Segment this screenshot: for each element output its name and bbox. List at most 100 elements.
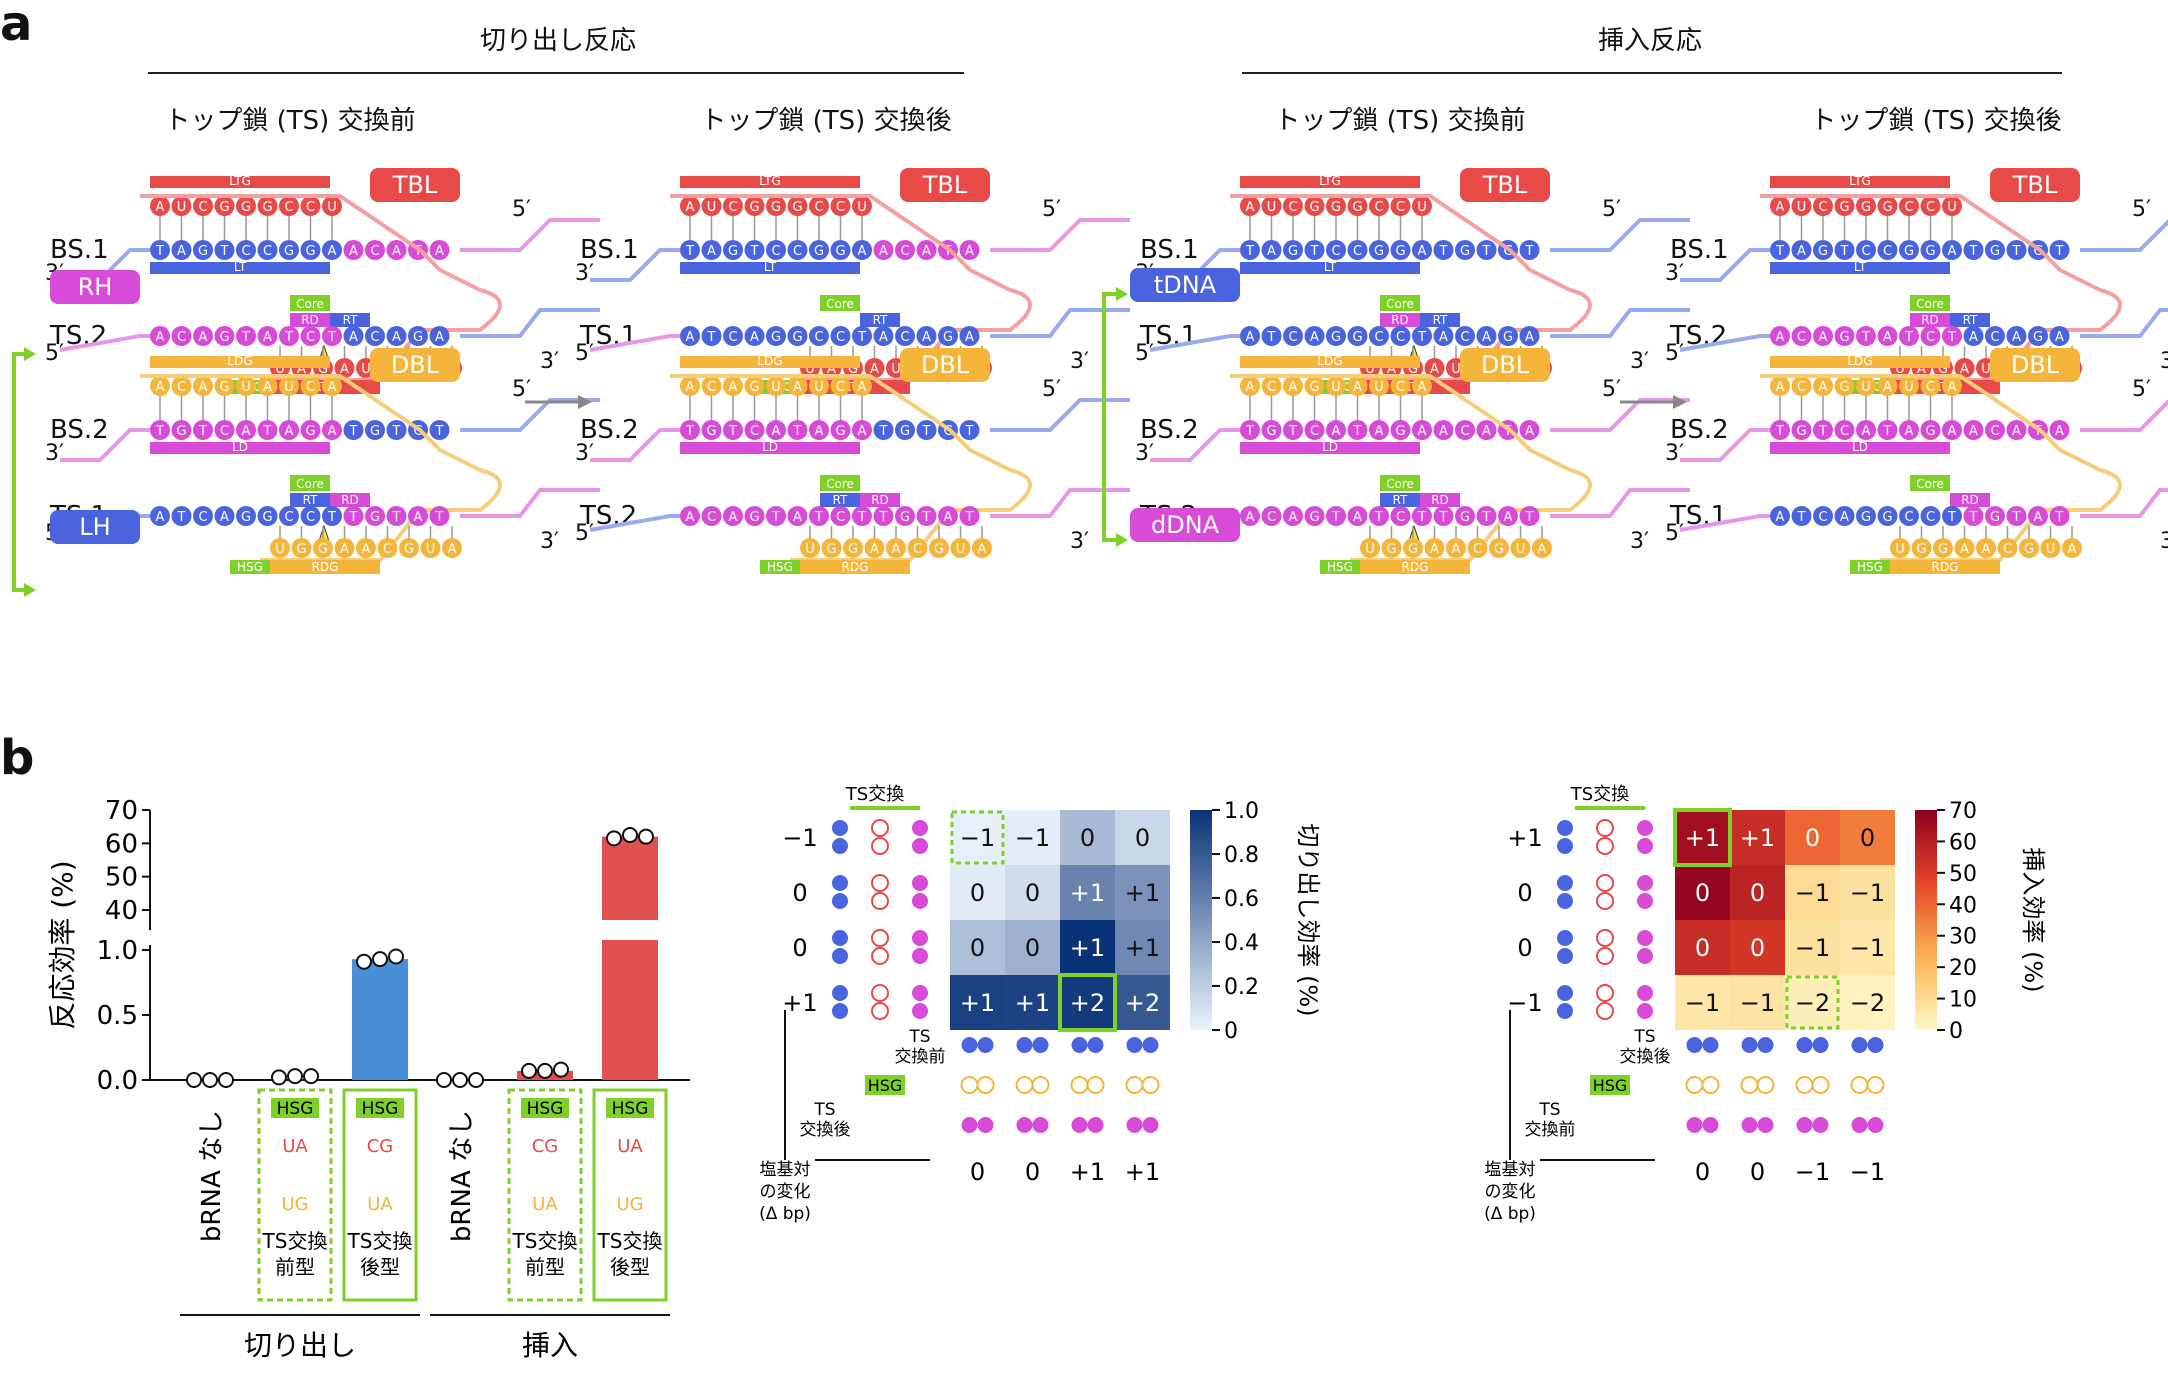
ldg-base: A — [328, 380, 337, 395]
ltg-bead — [852, 196, 872, 216]
bs1-bead — [1326, 240, 1346, 260]
ts-mid-top-bead — [1347, 326, 1368, 346]
ts-mid-top-bead — [2049, 326, 2070, 346]
ldg-base: A — [1776, 380, 1785, 395]
bs1-bead — [1390, 240, 1411, 260]
bs2-bead — [1856, 420, 1876, 440]
ts-mid-bottom-bead — [1963, 506, 1984, 526]
ltg-base: G — [1861, 200, 1871, 215]
rtg-base: U — [805, 362, 815, 377]
ts-mid-top-bead — [1920, 326, 1941, 346]
ts-mid-top-bead — [895, 326, 915, 346]
bs1-bead — [787, 240, 808, 260]
ts-mid-bottom-bead — [852, 506, 872, 526]
ltg-bead — [257, 196, 278, 216]
ts-mid-top-5prime: 5′ — [1665, 341, 1684, 366]
ltg-base: C — [836, 200, 845, 215]
bs2-bead — [1304, 420, 1325, 440]
ldg-bead — [1412, 376, 1432, 396]
heatmap-cell — [1675, 865, 1730, 920]
ts-mid-bottom-base: C — [836, 510, 845, 525]
hsg-bar-bottom-label: HSG — [767, 560, 793, 574]
rdg-bead — [1360, 538, 1380, 558]
ts-mid-bottom-bead — [1770, 506, 1790, 526]
rdg-bar-label: RDG — [1932, 560, 1959, 574]
bs2-base: G — [370, 424, 380, 439]
ldg-bead — [1390, 376, 1411, 396]
ltg-base: C — [1374, 200, 1383, 215]
bs2-bead — [1455, 420, 1475, 440]
ts-mid-top-5prime: 5′ — [1135, 341, 1154, 366]
dbl-tag — [1990, 348, 2080, 382]
rdg-bead — [270, 538, 290, 558]
ts-mid-top-bead — [1455, 326, 1475, 346]
heatmap-cell — [950, 865, 1005, 920]
heatmap-cell-label: +2 — [1125, 989, 1160, 1017]
bs2-base: G — [1395, 424, 1405, 439]
bs2-base: A — [815, 424, 824, 439]
diagram-ex-before: LTGTBLAUCGGGCCUTAGTCCGGAACATALTBS.13′5′C… — [45, 168, 600, 574]
rt-bar-bottom — [1380, 493, 1420, 507]
tbl-tag-label: TBL — [1482, 171, 1528, 199]
ts-mid-top-bead — [279, 326, 299, 346]
heatmap-cell-label: 0 — [1750, 879, 1765, 907]
ts-exchange-label: TS交換 — [1570, 784, 1629, 805]
dbl-tag-label: DBL — [921, 351, 970, 379]
ltg-base: A — [1776, 200, 1785, 215]
ts-mid-top-base: A — [1883, 330, 1892, 345]
ts-mid-top-bead — [744, 326, 765, 346]
rdg-base: G — [1408, 542, 1418, 557]
bs1-bead — [386, 240, 407, 260]
ts-mid-bottom-bead — [365, 506, 385, 526]
type-label: TS交換 — [262, 1229, 328, 1253]
ldg-base: C — [836, 380, 845, 395]
rt-bar-bottom-label: RT — [303, 493, 318, 507]
ts-mid-top-base: T — [857, 330, 866, 345]
core-bar-top-label: Core — [296, 297, 324, 311]
rdg-bead — [1381, 538, 1402, 558]
ld-bar — [150, 442, 330, 454]
ts-mid-bottom-base: A — [2034, 510, 2043, 525]
ldg-bead — [744, 376, 765, 396]
bs1-base: C — [793, 244, 802, 259]
rdg-bead — [377, 538, 398, 558]
rdg-base: G — [2024, 542, 2034, 557]
ts-mid-top-bead — [1519, 326, 1540, 346]
ts-mid-top-base: A — [1525, 330, 1534, 345]
ts-mid-top-bead — [236, 326, 256, 346]
rdg-base: U — [805, 542, 815, 557]
bs1-bead — [1476, 240, 1497, 260]
ts-mid-top-3prime: 3′ — [2160, 349, 2168, 374]
bs1-bead — [1856, 240, 1876, 260]
rtg-base: A — [827, 362, 836, 377]
ts-mid-bottom-bead — [1261, 506, 1282, 526]
heatmap-cell-label: 0 — [1860, 824, 1875, 852]
ts-mid-top-bead — [1899, 326, 1919, 346]
heatmap: HSG–DNA 塩基対の変化−1−10000+1+100+1+1+1+1+2+2… — [759, 780, 1322, 1224]
ts-mid-bottom-base: T — [922, 510, 931, 525]
ts-mid-top-bead — [386, 326, 407, 346]
ts-mid-bottom-bead — [322, 506, 342, 526]
rtg-base: A — [1430, 362, 1439, 377]
ddna-handle — [1130, 508, 1240, 542]
bs2-bead — [1369, 420, 1389, 440]
delta-label: の変化 — [760, 1182, 811, 1202]
ts-mid-bottom-base: A — [1840, 510, 1849, 525]
bs1-base: A — [349, 244, 358, 259]
rd-bar-top — [1910, 313, 1950, 327]
bs2-base: T — [685, 424, 694, 439]
ts-mid-bottom-base: A — [1776, 510, 1785, 525]
ts-mid-bottom-bead — [744, 506, 765, 526]
ts-mid-bottom-base: T — [1374, 510, 1383, 525]
hsg-bar-bottom-label: HSG — [1857, 560, 1883, 574]
ts-mid-bottom-5prime: 5′ — [575, 521, 594, 546]
ts-mid-top-bead — [1369, 326, 1389, 346]
ts-mid-bottom-bead — [1942, 506, 1962, 526]
ts-mid-top-base: G — [771, 330, 781, 345]
ts-mid-top-base: G — [943, 330, 953, 345]
bs2-base: T — [263, 424, 272, 439]
rdg-base: U — [426, 542, 436, 557]
bs2-base: A — [242, 424, 251, 439]
ldg-base: A — [686, 380, 695, 395]
bs2-bead — [830, 420, 851, 440]
